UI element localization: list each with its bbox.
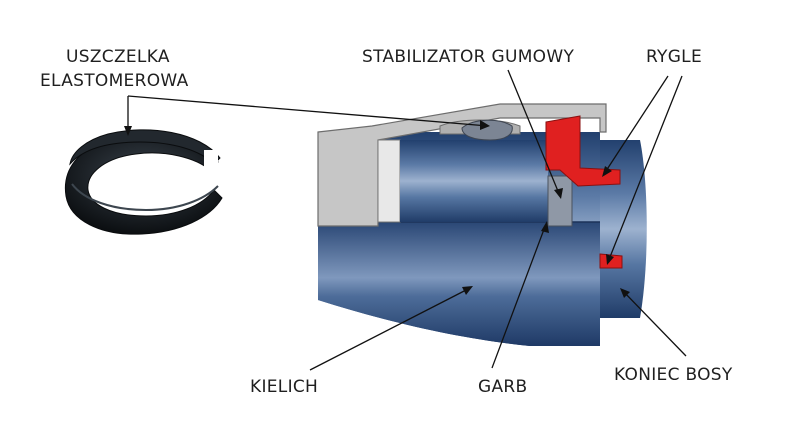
gasket-cut-gap [204, 150, 218, 180]
label-seal-line2: ELASTOMEROWA [40, 71, 189, 91]
leader-stabilizer [507, 69, 561, 197]
label-socket: KIELICH [250, 377, 318, 397]
arrowhead-spigot-end [620, 288, 630, 298]
latches [545, 115, 623, 269]
arrowhead-latch-upper [602, 166, 612, 177]
label-spigot-end: KONIEC BOSY [614, 365, 733, 385]
socket-pipe-lower [318, 222, 600, 346]
housing-inner-slot [377, 139, 401, 223]
inner-pipe-section [400, 140, 548, 222]
rubber-stabilizer [461, 119, 573, 227]
leader-latch-lower [607, 75, 683, 263]
leader-socket [309, 287, 471, 371]
leader-spigot-end [621, 289, 687, 357]
label-stabilizer: STABILIZATOR GUMOWY [362, 47, 574, 67]
latch-lower [599, 253, 623, 269]
arrowhead-stabilizer [554, 188, 563, 199]
leader-latch-upper [603, 75, 669, 175]
label-latches: RYGLE [646, 47, 702, 67]
elastomer-gasket-ring [64, 129, 223, 235]
stabilizer-wedge [547, 175, 573, 227]
arrowhead-latch-lower [606, 254, 614, 265]
leader-lines [124, 69, 687, 371]
label-seal-line1: USZCZELKA [66, 47, 170, 67]
arrowhead-bead [541, 221, 549, 233]
label-bead: GARB [478, 377, 527, 397]
gasket-groove [71, 183, 219, 212]
arrowhead-seal-ring [124, 126, 132, 136]
leader-bead [491, 223, 547, 369]
gasket-lip [69, 129, 221, 166]
housing-outer [317, 103, 607, 227]
arrowhead-socket [462, 286, 473, 295]
stabilizer-seal [461, 119, 513, 141]
latch-upper [545, 115, 621, 187]
leader-seal-to-joint [127, 95, 489, 127]
arrowhead-seal-joint [480, 120, 490, 130]
